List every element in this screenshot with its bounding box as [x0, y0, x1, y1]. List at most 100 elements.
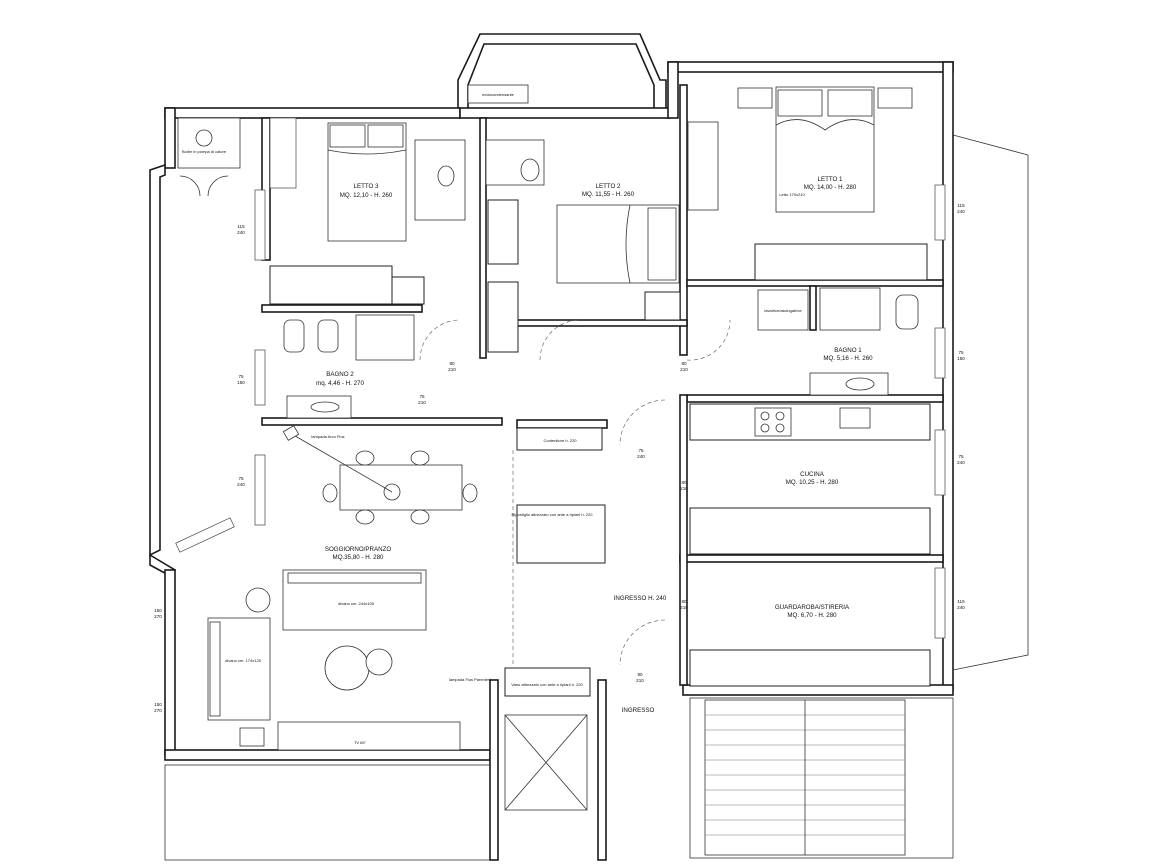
- soggiorno-info: MQ.35,80 - H. 280: [333, 554, 384, 561]
- letto2-pillow: [647, 207, 677, 281]
- letto1-pillow-1: [777, 89, 823, 117]
- side-table: [245, 587, 271, 613]
- dim-12b: 150: [957, 356, 965, 361]
- bagno2-basin: [310, 401, 340, 413]
- door-guardaroba: [619, 619, 666, 666]
- letto1: LETTO 1 MQ. 14,00 - H. 280 Letto 170x210: [737, 86, 928, 281]
- wall-top-mid: [459, 107, 671, 119]
- balcony-right: [952, 134, 1029, 671]
- dim-10a: 90: [637, 672, 643, 677]
- bagno2-name: BAGNO 2: [326, 371, 354, 378]
- cucina-burner-3: [760, 423, 770, 433]
- wall-top-left: [164, 107, 461, 119]
- guardaroba-wardrobe: [689, 649, 931, 687]
- sofa-1: [282, 569, 427, 631]
- wall-bagno1-top: [686, 279, 944, 287]
- contenitore: [516, 427, 603, 451]
- ripostiglio: [516, 504, 606, 564]
- sofa-2: [207, 617, 271, 721]
- dim-13b: 240: [957, 460, 965, 465]
- wall-top-right: [667, 61, 954, 73]
- wall-bagno2-living: [261, 417, 503, 426]
- dim-8a: 80: [681, 480, 687, 485]
- windows: [175, 117, 946, 639]
- guardaroba-name: GUARDAROBA/STIRERIA: [775, 604, 850, 611]
- bagno2-info: mq. 4,46 - H. 270: [316, 380, 364, 387]
- lower-right-building: [689, 697, 954, 859]
- sofa-2-back: [209, 621, 221, 717]
- soggiorno: lampada Arco Flos SOGGIORNO/PRANZO MQ.35…: [207, 425, 603, 751]
- ingresso-room-name: INGRESSO H. 240: [614, 595, 667, 602]
- letto3-pillow-2: [367, 124, 404, 148]
- letto1-duvet: [775, 119, 875, 131]
- letto2-wardrobe: [487, 199, 519, 265]
- dim-16a: 80: [449, 361, 455, 366]
- window-letto3: [254, 189, 266, 261]
- dim-15b: 240: [637, 454, 645, 459]
- door-bagno1: [686, 319, 731, 361]
- sofa-1-back: [287, 572, 422, 584]
- bagno1-name: BAGNO 1: [834, 347, 862, 354]
- vano-attrezzato: [504, 667, 591, 697]
- tv-unit: [277, 721, 461, 751]
- arco-lamp-arm: [289, 432, 393, 493]
- bagno1-washer-label: lavatrice/asciugatrice: [764, 308, 802, 313]
- chair-4: [410, 509, 430, 525]
- wall-letto3-left: [261, 117, 271, 261]
- door-letto2: [539, 319, 581, 361]
- dim-10b: 210: [636, 678, 644, 683]
- chair-2: [410, 450, 430, 466]
- bagno1-basin: [845, 377, 875, 391]
- letto2-duvet: [625, 204, 631, 284]
- dim-7b: 210: [680, 367, 688, 372]
- cucina-name: CUCINA: [800, 471, 825, 478]
- cucina: CUCINA MQ. 10,25 - H. 280: [689, 403, 931, 555]
- letto1-nightstand-1: [737, 87, 773, 109]
- door-cucina: [619, 399, 666, 446]
- contenitore-label: Contenitore h. 220: [544, 438, 578, 443]
- wall-ingresso-left: [489, 679, 499, 861]
- wall-bottom-left: [164, 749, 491, 761]
- wall-letto2-letto1: [679, 84, 688, 356]
- cucina-counter-bottom: [689, 507, 931, 555]
- letto1-pillow-2: [827, 89, 873, 117]
- wall-left-top: [164, 107, 176, 169]
- dim-3b: 240: [237, 482, 245, 487]
- window-guardaroba: [934, 567, 946, 639]
- vano-label: Vano attrezzato con ante a ripiani h. 22…: [511, 682, 583, 687]
- dim-7a: 80: [681, 361, 687, 366]
- letto2: LETTO 2 MQ. 11,55 - H. 260: [485, 121, 719, 353]
- motocondensante-label: motocondensante: [482, 92, 515, 97]
- dim-14a: 115: [957, 599, 965, 604]
- ingresso: Ripostiglio attrezzato con ante a ripian…: [504, 450, 906, 856]
- staircase: [704, 699, 906, 856]
- wall-left-angled: [149, 163, 166, 557]
- wall-bath1-divider: [809, 285, 817, 331]
- wall-letto2-bottom: [516, 319, 688, 327]
- guardaroba: GUARDAROBA/STIRERIA MQ. 6,70 - H. 280: [689, 604, 931, 687]
- cucina-burner-1: [760, 411, 770, 421]
- wall-letto2-left: [479, 117, 487, 359]
- window-top-bath: [269, 117, 297, 189]
- letto2-closet-bottom: [644, 291, 681, 321]
- letto2-bookcase: [487, 281, 519, 353]
- wall-left-lower: [164, 569, 176, 756]
- dimensions: 115 240 75 150 75 240 150 270 150 270 75…: [154, 203, 965, 713]
- bagno2-shower: [355, 314, 415, 361]
- letto2-cabinet: [687, 121, 719, 211]
- dining-table: [339, 464, 463, 511]
- motocondensante: motocondensante: [467, 84, 529, 104]
- boiler-label: Boiler in pompa di calore: [182, 149, 227, 154]
- dim-16b: 210: [448, 367, 456, 372]
- letto2-chair: [520, 158, 540, 182]
- motocondensante-unit: [467, 84, 529, 104]
- coffee-table-2: [365, 648, 393, 676]
- guardaroba-info: MQ. 6,70 - H. 280: [787, 612, 837, 619]
- bagno2-toilet: [283, 319, 305, 353]
- dim-6b: 210: [418, 400, 426, 405]
- dim-14b: 240: [957, 605, 965, 610]
- letto3-info: MQ. 12,10 - H. 260: [340, 192, 393, 199]
- dim-6a: 75: [419, 394, 425, 399]
- dim-5a: 150: [154, 702, 162, 707]
- wall-living-right: [516, 419, 608, 429]
